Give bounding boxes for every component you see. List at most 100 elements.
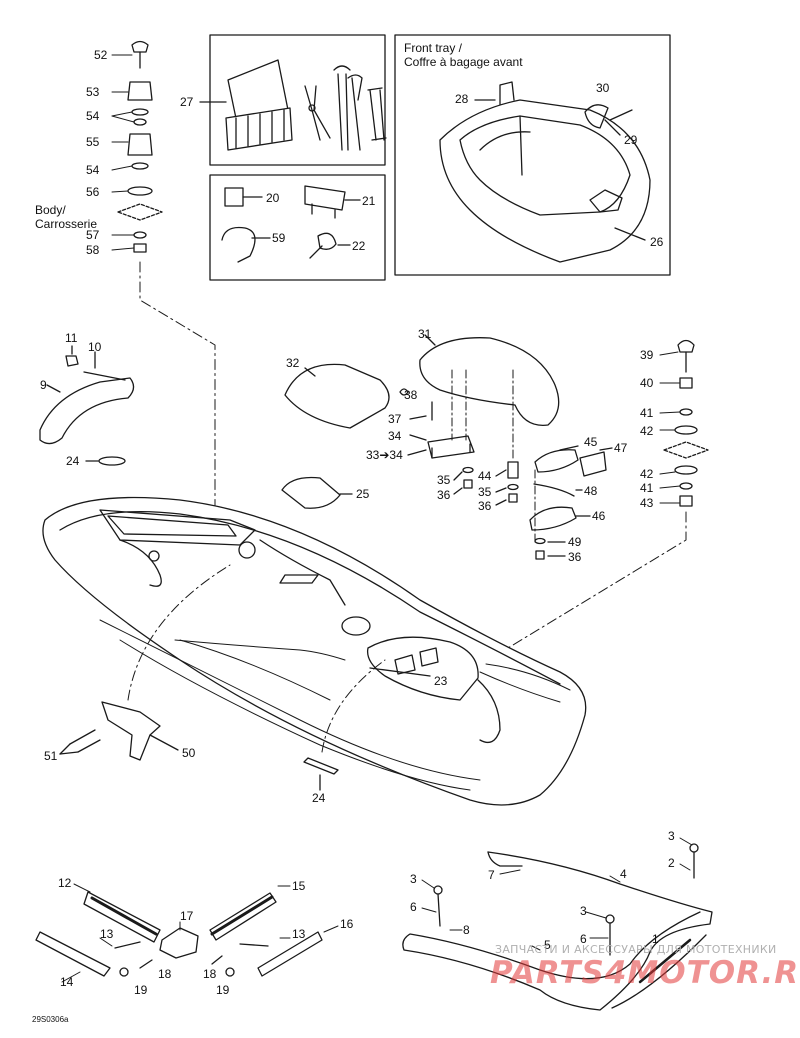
callout-24b: 24 (312, 791, 326, 805)
callout-44: 44 (478, 469, 492, 483)
callout-1: 1 (652, 932, 659, 946)
tie-22-icon (309, 232, 337, 259)
callout-36c: 36 (568, 550, 582, 564)
clip-20-icon (224, 187, 244, 207)
callout-22: 22 (352, 239, 366, 253)
watermark-logo: PARTS4MOTOR.RU (490, 955, 800, 991)
callout-59: 59 (272, 231, 286, 245)
callout-39: 39 (640, 348, 654, 362)
pin-30 (609, 109, 633, 121)
callout-56: 56 (86, 185, 100, 199)
callout-49: 49 (568, 535, 582, 549)
callout-51: 51 (44, 749, 58, 763)
callout-31: 31 (418, 327, 432, 341)
rub-rail-assembly (402, 843, 713, 1011)
lid-32 (284, 363, 390, 429)
callout-40: 40 (640, 376, 654, 390)
callout-13a: 13 (100, 927, 114, 941)
callout-25: 25 (356, 487, 370, 501)
callout-42b: 42 (640, 467, 654, 481)
callout-38: 38 (404, 388, 418, 402)
callout-27: 27 (180, 95, 194, 109)
callout-2: 2 (668, 856, 675, 870)
callout-57: 57 (86, 228, 100, 242)
callout-23: 23 (434, 674, 448, 688)
callout-34: 34 (388, 429, 402, 443)
callout-45: 45 (584, 435, 598, 449)
nut-11 (65, 355, 79, 367)
body-label-line1: Body/ (35, 203, 66, 217)
callout-43: 43 (640, 496, 654, 510)
latch-33 (427, 435, 475, 459)
rivets-51 (69, 729, 101, 753)
front-tray-title: Front tray / Coffre à bagage avant (404, 41, 523, 69)
callout-35b: 35 (478, 485, 492, 499)
strip-24 (303, 757, 339, 775)
callout-33: 33➔34 (366, 448, 403, 462)
clamp-59-icon (221, 226, 256, 263)
callout-3c: 3 (580, 904, 587, 918)
front-tray-title-line2: Coffre à bagage avant (404, 55, 523, 69)
callout-42a: 42 (640, 424, 654, 438)
front-tray-title-line1: Front tray / (404, 41, 463, 55)
tool-kit-box (209, 34, 386, 166)
callout-6b: 6 (580, 932, 587, 946)
callout-20: 20 (266, 191, 280, 205)
callout-36b: 36 (478, 499, 492, 513)
plate-46 (529, 506, 577, 531)
callout-55: 55 (86, 135, 100, 149)
callout-26: 26 (650, 235, 664, 249)
callout-18a: 18 (158, 967, 172, 981)
callout-7: 7 (488, 868, 495, 882)
callout-10: 10 (88, 340, 102, 354)
callout-12: 12 (58, 876, 72, 890)
spacer-44 (507, 461, 519, 479)
callout-13b: 13 (292, 927, 306, 941)
drawing-code: 29S0306a (32, 1015, 69, 1024)
callout-47: 47 (614, 441, 628, 455)
callout-15: 15 (292, 879, 306, 893)
fastener-stack-right (663, 339, 709, 507)
callout-30: 30 (596, 81, 610, 95)
bracket-21-icon (304, 185, 346, 219)
spark-plug-wrench-icon (367, 87, 387, 141)
callout-36a: 36 (437, 488, 451, 502)
latch-28 (499, 81, 515, 106)
callout-48: 48 (584, 484, 598, 498)
fastener-stack-left (117, 40, 163, 253)
cap-26 (589, 189, 623, 213)
screwdriver-icon (347, 74, 363, 151)
tool-pouch (225, 59, 293, 151)
hull-body (42, 496, 587, 806)
callout-3a: 3 (668, 829, 675, 843)
callout-28: 28 (455, 92, 469, 106)
lubricant-38-icon (399, 388, 409, 396)
callout-8: 8 (463, 923, 470, 937)
cover-25 (281, 476, 341, 509)
grab-handle-9 (39, 377, 135, 445)
hinge-29 (584, 104, 609, 129)
callout-53: 53 (86, 85, 100, 99)
body-label-line2: Carrosserie (35, 217, 98, 231)
seat-31 (419, 337, 560, 426)
front-tray-box (394, 34, 671, 276)
callout-24a: 24 (66, 454, 80, 468)
watermark-subtitle: ЗАПЧАСТИ И АКСЕССУАРЫ ДЛЯ МОТОТЕХНИКИ (495, 943, 777, 956)
callout-54a: 54 (86, 109, 100, 123)
body-label: Body/ Carrosserie (35, 203, 97, 231)
callout-37: 37 (388, 412, 402, 426)
callout-46: 46 (592, 509, 606, 523)
callout-16: 16 (340, 917, 354, 931)
callout-35a: 35 (437, 473, 451, 487)
wrench-icon (333, 65, 351, 151)
callout-58: 58 (86, 243, 100, 257)
callout-14: 14 (60, 975, 74, 989)
spring-48 (533, 483, 575, 497)
callout-50: 50 (182, 746, 196, 760)
latch-45 (534, 449, 579, 473)
callout-17: 17 (180, 909, 194, 923)
callout-54b: 54 (86, 163, 100, 177)
bracket-50 (101, 701, 161, 761)
